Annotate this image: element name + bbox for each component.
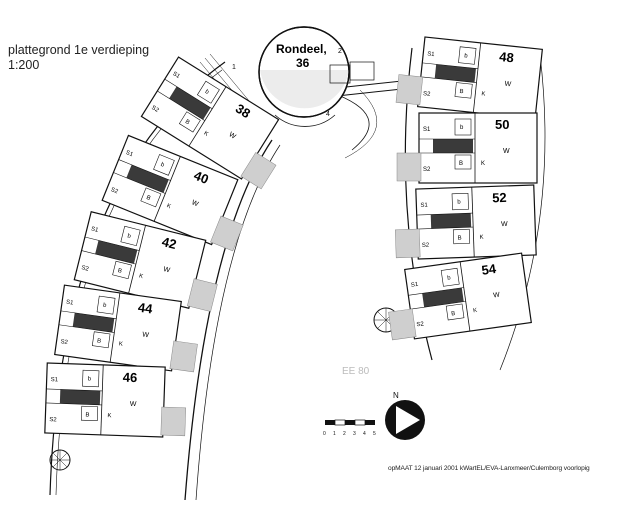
room-kitchen-label: K bbox=[166, 203, 172, 210]
scale-tick-label: 0 bbox=[323, 431, 326, 437]
room-s1-label: S1 bbox=[125, 150, 135, 159]
scale-tick-label: 2 bbox=[343, 431, 346, 437]
room-living-label: W bbox=[142, 331, 150, 339]
scale-tick-label: 1 bbox=[333, 431, 336, 437]
unit-number-42: 42 bbox=[160, 234, 178, 252]
room-s2-label: S2 bbox=[423, 167, 431, 173]
scale-tick-label: 4 bbox=[363, 431, 366, 437]
unit-number-46: 46 bbox=[123, 370, 138, 385]
room-living-label: W bbox=[501, 221, 508, 228]
room-b-label: b bbox=[460, 125, 464, 131]
room-s1-label: S1 bbox=[427, 51, 436, 58]
room-living-label: W bbox=[227, 131, 237, 141]
room-s2-label: S2 bbox=[422, 243, 430, 249]
room-s2-label: S2 bbox=[416, 321, 425, 328]
room-living-label: W bbox=[493, 292, 501, 300]
rondeel-small: 2 bbox=[338, 48, 342, 55]
room-s1-label: S1 bbox=[51, 377, 59, 383]
room-kitchen-label: K bbox=[107, 413, 111, 419]
room-b-label: b bbox=[464, 53, 469, 59]
room-living-label: W bbox=[191, 199, 200, 208]
unit-number-52: 52 bbox=[492, 190, 507, 205]
unit-number-44: 44 bbox=[137, 300, 154, 317]
room-kitchen-label: K bbox=[479, 235, 483, 241]
unit-number-38: 38 bbox=[233, 101, 253, 121]
right-wing-inner-facade bbox=[499, 54, 546, 371]
drawing-credit: opMAAT 12 januari 2001 kWartEL/EVA-Lanxm… bbox=[388, 465, 590, 472]
room-s2-label: S2 bbox=[423, 91, 432, 98]
room-s1-label: S1 bbox=[411, 282, 420, 289]
plan-title: plattegrond 1e verdieping bbox=[8, 43, 150, 57]
room-living-label: W bbox=[503, 148, 510, 155]
rondeel-number: 36 bbox=[296, 56, 310, 70]
plan-scale: 1:200 bbox=[8, 58, 40, 72]
apartment-unit: S1 bS2 B K W 46 bbox=[44, 362, 187, 438]
north-label: N bbox=[393, 391, 399, 400]
room-bath-label: B bbox=[459, 89, 464, 95]
scale-bar: 0 1 2 3 4 5 bbox=[323, 419, 376, 437]
north-arrow: N bbox=[385, 391, 425, 440]
room-b-label: b bbox=[88, 376, 92, 382]
room-s1-label: S1 bbox=[423, 127, 431, 133]
rondeel-36: Rondeel, 2 36 bbox=[258, 26, 375, 127]
room-s2-label: S2 bbox=[49, 417, 57, 423]
room-bath-label: B bbox=[145, 195, 151, 202]
room-label-1: 1 bbox=[232, 64, 236, 71]
room-s1-label: S1 bbox=[420, 203, 428, 209]
faint-code: EE 80 bbox=[342, 366, 370, 377]
room-s1-label: S1 bbox=[90, 226, 99, 234]
room-bath-label: B bbox=[97, 338, 102, 345]
rondeel-label: Rondeel, bbox=[276, 42, 327, 56]
room-bath-label: B bbox=[117, 268, 122, 275]
scale-tick-label: 3 bbox=[353, 431, 356, 437]
unit-number-54: 54 bbox=[481, 261, 498, 278]
room-kitchen-label: K bbox=[481, 161, 485, 167]
room-bath-label: B bbox=[459, 161, 463, 167]
room-b-label: b bbox=[103, 303, 108, 309]
room-bath-label: B bbox=[184, 119, 191, 126]
scale-tick-label: 5 bbox=[373, 431, 376, 437]
room-s2-label: S2 bbox=[150, 105, 160, 114]
room-b-label: b bbox=[204, 89, 211, 96]
room-bath-label: B bbox=[85, 412, 89, 418]
room-s1-label: S1 bbox=[171, 71, 181, 80]
apartment-unit: S1 bS2 B K W 44 bbox=[54, 284, 198, 373]
room-living-label: W bbox=[163, 266, 171, 274]
room-kitchen-label: K bbox=[473, 308, 478, 315]
room-label-4: 4 bbox=[326, 111, 330, 118]
room-kitchen-label: K bbox=[118, 341, 123, 348]
room-s2-label: S2 bbox=[110, 187, 120, 196]
room-bath-label: B bbox=[457, 236, 461, 242]
room-bath-label: B bbox=[451, 311, 456, 318]
apartment-unit: S1 bS2 B K W 52 bbox=[394, 184, 537, 260]
room-b-label: b bbox=[160, 162, 166, 169]
room-living-label: W bbox=[130, 401, 137, 408]
room-s2-label: S2 bbox=[81, 265, 90, 273]
room-s1-label: S1 bbox=[66, 300, 75, 307]
room-kitchen-label: K bbox=[481, 91, 486, 97]
room-b-label: b bbox=[447, 275, 452, 281]
room-living-label: W bbox=[504, 81, 512, 89]
room-kitchen-label: K bbox=[138, 273, 143, 280]
unit-number-50: 50 bbox=[495, 117, 509, 132]
room-kitchen-label: K bbox=[202, 131, 209, 138]
room-b-label: b bbox=[457, 200, 461, 206]
apartment-unit: S1 bS2 B K W 48 bbox=[395, 36, 543, 120]
apartment-unit: S1 bS2 B K W 50 bbox=[396, 112, 538, 184]
unit-number-40: 40 bbox=[192, 168, 211, 187]
apartment-unit: S1 bS2 B K W 54 bbox=[388, 252, 532, 341]
unit-number-48: 48 bbox=[499, 49, 515, 65]
room-s2-label: S2 bbox=[60, 339, 69, 346]
room-b-label: b bbox=[127, 233, 132, 240]
